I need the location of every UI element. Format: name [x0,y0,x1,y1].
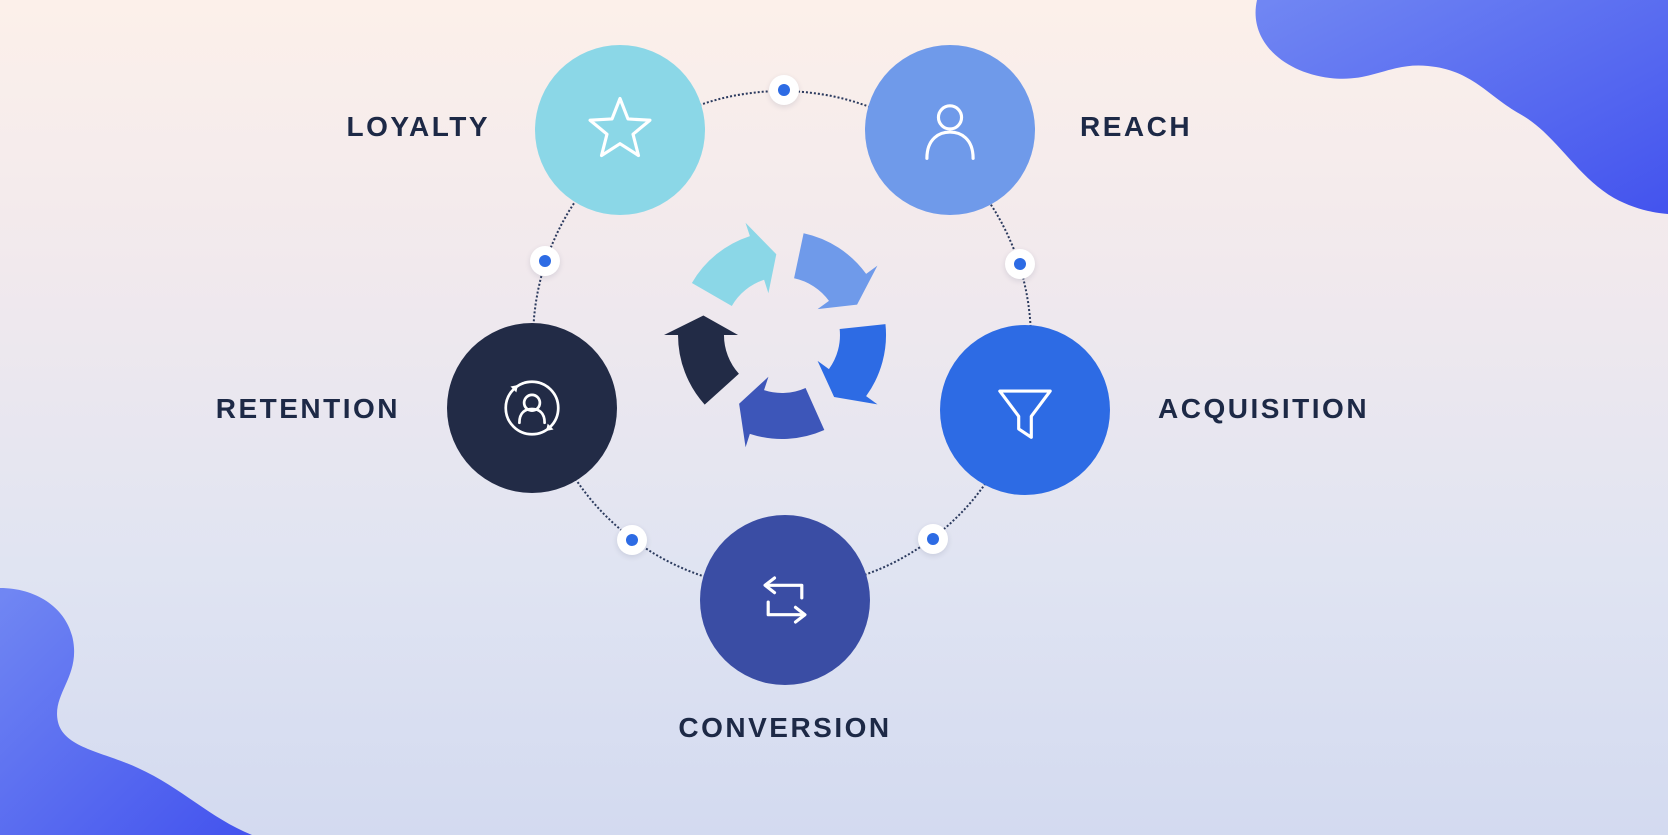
connector-dot-top [769,75,799,105]
star-icon [588,96,652,158]
label-retention: RETENTION [215,393,400,424]
swap-arrows-icon [763,576,807,624]
label-conversion: CONVERSION [678,712,892,743]
node-retention [447,323,617,493]
connector-dot-inner [626,534,638,546]
connector-dot-inner [778,84,790,96]
user-icon [925,104,975,160]
connector-dot-bottom-right [918,524,948,554]
blob-bottom-left-icon [0,588,252,835]
node-acquisition [940,325,1110,495]
label-acquisition: ACQUISITION [1158,393,1370,424]
label-reach: REACH [1080,111,1193,142]
cycle-arrow-acquisition [803,305,921,423]
connector-dot-right [1005,249,1035,279]
funnel-icon [998,389,1052,439]
connector-dot-bottom-left [617,525,647,555]
node-conversion [700,515,870,685]
user-refresh-icon [504,380,560,436]
cycle-arrow-reach [781,214,887,321]
cycle-arrows [647,214,921,479]
connector-dot-inner [1014,258,1026,270]
connector-dot-left [530,246,560,276]
node-loyalty [535,45,705,215]
cycle-arrow-retention [647,305,753,412]
node-reach [865,45,1035,215]
connector-dot-inner [927,533,939,545]
label-loyalty: LOYALTY [346,111,490,142]
cycle-arrow-loyalty [691,222,777,306]
blob-top-right-icon [1255,0,1668,214]
connector-dot-inner [539,255,551,267]
cycle-arrow-conversion [720,361,838,479]
